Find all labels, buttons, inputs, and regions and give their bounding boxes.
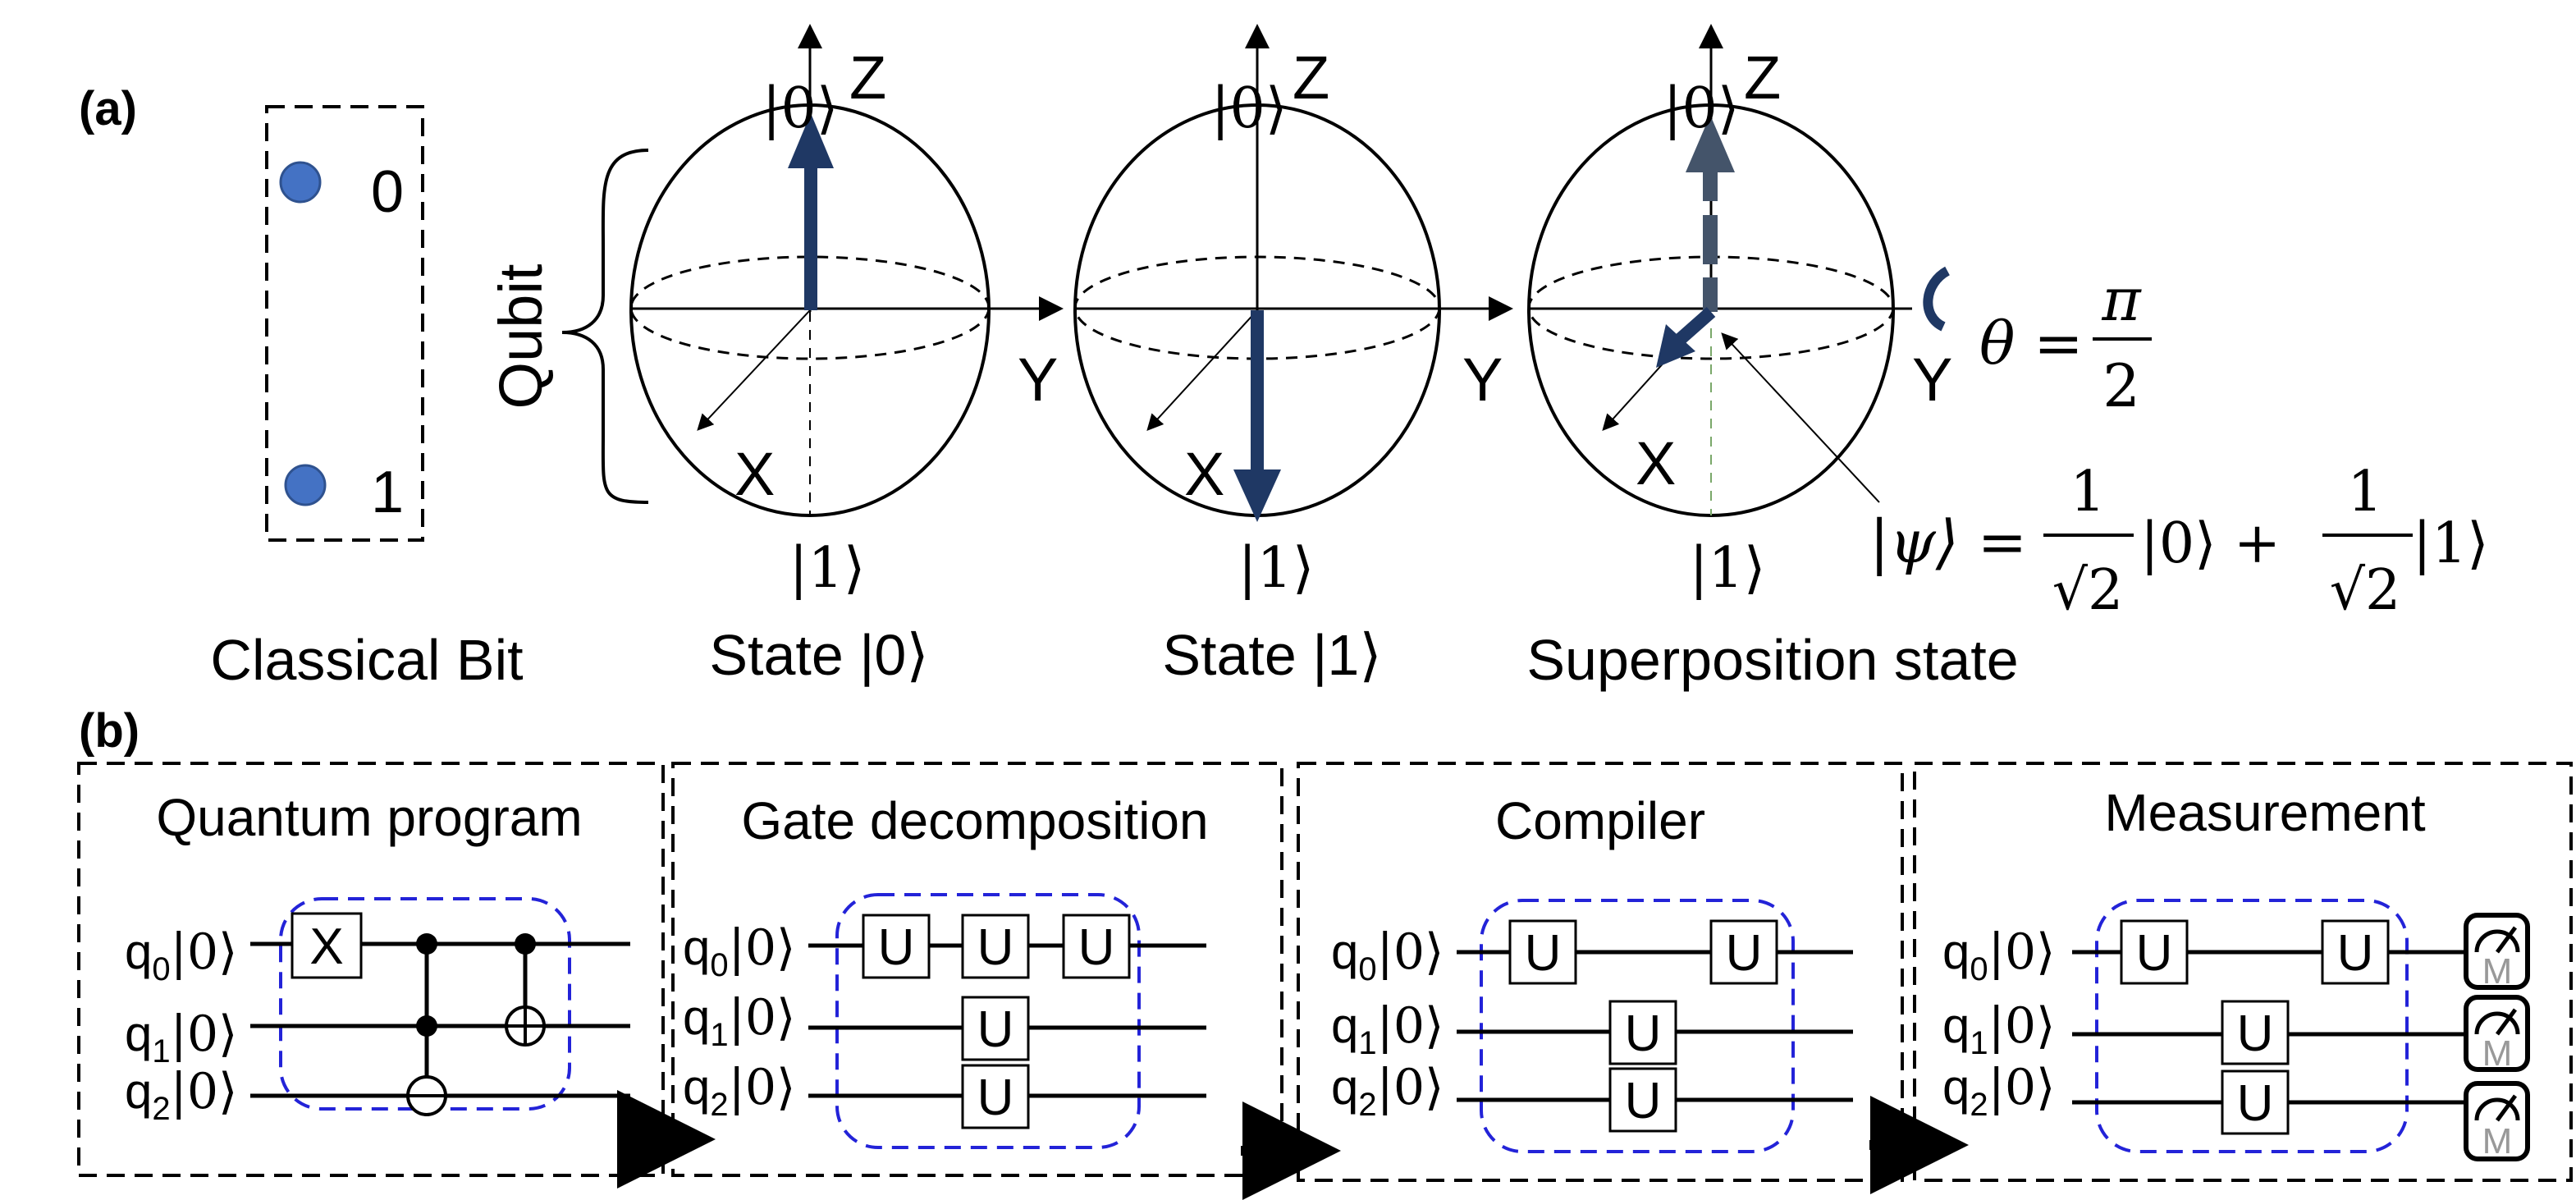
z-label-0: Z xyxy=(849,44,886,112)
u-gate: U xyxy=(2136,925,2173,982)
psi-equation: |ψ⟩ = 1 √2 |0⟩ + 1 √2 |1⟩ xyxy=(1869,460,2489,623)
panel-compiler: Compiler q0|0⟩ q1|0⟩ q2|0⟩ U U U U xyxy=(1297,762,1904,1182)
svg-text:q2|0⟩: q2|0⟩ xyxy=(1942,1059,2055,1123)
u-gate: U xyxy=(2237,1075,2274,1132)
x-gate: X xyxy=(309,918,343,975)
x-label-1: X xyxy=(1184,440,1224,508)
panel-title-3: Measurement xyxy=(2104,783,2426,842)
ket-top-1: |0⟩ xyxy=(1211,76,1288,141)
z-label-1: Z xyxy=(1293,44,1329,112)
psi-num-0: 1 xyxy=(2070,460,2105,524)
theta-equation: θ = π 2 xyxy=(1979,265,2152,420)
panel-title-2: Compiler xyxy=(1495,791,1705,850)
sphere-caption-1: State |1⟩ xyxy=(1162,623,1381,687)
qubit-labels-3: q0|0⟩ q1|0⟩ q2|0⟩ xyxy=(1942,923,2055,1123)
psi-sqrt-0: √2 xyxy=(2052,558,2124,623)
classical-bit-caption: Classical Bit xyxy=(210,628,523,692)
svg-text:q0|0⟩: q0|0⟩ xyxy=(1331,923,1444,987)
u-gate: U xyxy=(1625,1005,1662,1062)
theta-den: 2 xyxy=(2102,351,2140,420)
z-label-2: Z xyxy=(1744,44,1781,112)
sphere-caption-2: Superposition state xyxy=(1526,628,2018,692)
panel-gate-decomposition: Gate decomposition q0|0⟩ q1|0⟩ q2|0⟩ U U… xyxy=(671,762,1283,1177)
bit-label-1: 1 xyxy=(371,460,404,525)
meter-icon: M xyxy=(2464,995,2530,1074)
ket-top-2: |0⟩ xyxy=(1663,76,1740,141)
panel-measurement: Measurement q0|0⟩ q1|0⟩ q2|0⟩ U U U U M … xyxy=(1913,762,2573,1182)
bit-dot-0 xyxy=(279,161,322,204)
u-gate: U xyxy=(2337,925,2374,982)
meter-icon: M xyxy=(2464,1081,2530,1161)
svg-text:q1|0⟩: q1|0⟩ xyxy=(1331,997,1444,1061)
theta-lhs: θ = xyxy=(1979,309,2084,378)
svg-text:q1|0⟩: q1|0⟩ xyxy=(683,989,795,1053)
u-gate: U xyxy=(977,1069,1014,1126)
x-label-0: X xyxy=(734,440,775,508)
u-gate: U xyxy=(977,1001,1014,1058)
svg-text:q0|0⟩: q0|0⟩ xyxy=(1942,923,2055,987)
svg-text:q1|0⟩: q1|0⟩ xyxy=(125,1005,237,1069)
bit-dot-1 xyxy=(284,464,327,506)
theta-num: π xyxy=(2101,265,2142,334)
psi-lhs: |ψ⟩ = xyxy=(1869,507,2027,576)
qubit-label: Qubit xyxy=(487,263,555,409)
ket-bottom-2: |1⟩ xyxy=(1690,536,1766,601)
svg-text:q0|0⟩: q0|0⟩ xyxy=(683,919,795,983)
qubit-brace xyxy=(561,149,649,504)
svg-text:q1|0⟩: q1|0⟩ xyxy=(1942,997,2055,1061)
svg-text:q2|0⟩: q2|0⟩ xyxy=(683,1059,795,1123)
classical-bit: 0 1 Classical Bit xyxy=(210,105,524,692)
svg-text:M: M xyxy=(2482,1121,2513,1161)
bloch-sphere-0: |0⟩ Z Y X |1⟩ State |0⟩ xyxy=(629,24,1064,687)
svg-text:M: M xyxy=(2482,951,2513,992)
bit-label-0: 0 xyxy=(371,159,404,225)
meter-icon: M xyxy=(2464,913,2530,992)
psi-num-1: 1 xyxy=(2347,460,2382,524)
ket-bottom-0: |1⟩ xyxy=(789,536,866,601)
panel-title-0: Quantum program xyxy=(156,788,582,847)
u-gate: U xyxy=(1726,925,1763,982)
qubit-labels-2: q0|0⟩ q1|0⟩ q2|0⟩ xyxy=(1331,923,1444,1123)
psi-ket0: |0⟩ xyxy=(2140,511,2217,576)
bloch-sphere-2: |0⟩ Z Y X |1⟩ Superposition state xyxy=(1526,24,2019,692)
qubit-labels-1: q0|0⟩ q1|0⟩ q2|0⟩ xyxy=(683,919,795,1123)
psi-ket1: |1⟩ xyxy=(2413,511,2489,576)
part-a-label: (a) xyxy=(79,82,137,135)
part-b-label: (b) xyxy=(79,704,140,758)
u-gate: U xyxy=(1625,1073,1662,1129)
svg-text:q2|0⟩: q2|0⟩ xyxy=(125,1063,237,1127)
svg-text:q2|0⟩: q2|0⟩ xyxy=(1331,1059,1444,1123)
u-gate: U xyxy=(2237,1005,2274,1062)
qubit-labels-0: q0|0⟩ q1|0⟩ q2|0⟩ xyxy=(125,923,237,1127)
ket-bottom-1: |1⟩ xyxy=(1238,536,1315,601)
bloch-sphere-1: |0⟩ Z Y X |1⟩ State |1⟩ xyxy=(1073,24,1513,687)
u-gate: U xyxy=(878,919,915,976)
psi-sqrt-1: √2 xyxy=(2330,558,2401,623)
psi-plus: + xyxy=(2234,511,2281,576)
ket-top-0: |0⟩ xyxy=(762,76,839,141)
y-label-2: Y xyxy=(1912,346,1952,414)
u-gate: U xyxy=(977,919,1014,976)
u-gate: U xyxy=(1078,919,1115,976)
panel-quantum-program: Quantum program q0|0⟩ q1|0⟩ q2|0⟩ X xyxy=(77,762,665,1177)
classical-bit-box xyxy=(265,105,424,542)
y-label-0: Y xyxy=(1018,346,1058,414)
sphere-caption-0: State |0⟩ xyxy=(709,623,928,687)
u-gate: U xyxy=(1525,925,1562,982)
y-label-1: Y xyxy=(1462,346,1503,414)
x-label-2: X xyxy=(1636,429,1676,497)
svg-text:q0|0⟩: q0|0⟩ xyxy=(125,923,237,987)
svg-text:M: M xyxy=(2482,1033,2513,1074)
panel-title-1: Gate decomposition xyxy=(741,791,1208,850)
